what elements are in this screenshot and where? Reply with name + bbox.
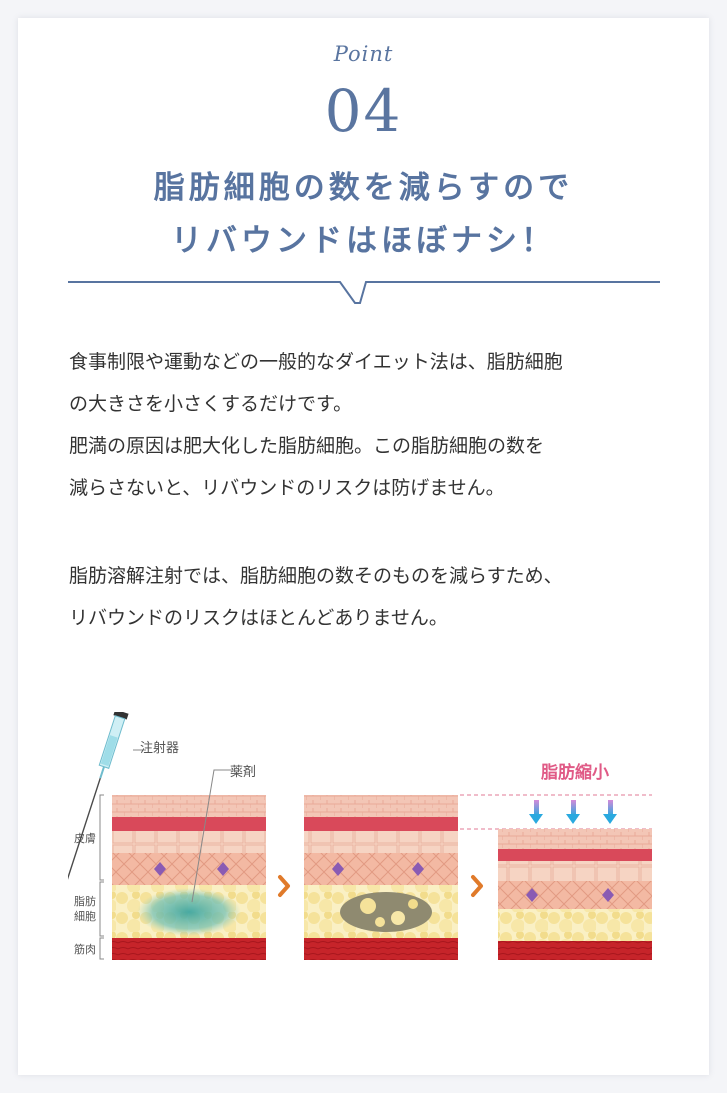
- label-fat-shrink: 脂肪縮小: [541, 762, 609, 783]
- body-paragraph-line: リバウンドのリスクはほとんどありません。: [69, 607, 448, 629]
- point-number: 04: [324, 77, 403, 145]
- label-syringe: 注射器: [140, 740, 179, 756]
- label-fat-2: 細胞: [74, 910, 96, 923]
- body-paragraph-line: 肥満の原因は肥大化した脂肪細胞。この脂肪細胞の数を: [69, 435, 545, 457]
- panel-before-injection: 注射器 薬剤: [68, 712, 266, 960]
- point-label: Point: [333, 42, 394, 66]
- label-muscle: 筋肉: [74, 942, 96, 956]
- speech-divider: [68, 275, 660, 304]
- section-heading-line-1: 脂肪細胞の数を減らすので: [153, 170, 574, 206]
- body-paragraph-line: の大きさを小さくするだけです。: [69, 393, 353, 415]
- panel-fat-reduced: 脂肪縮小: [460, 762, 652, 960]
- chevron-right-icon: [471, 875, 483, 897]
- body-paragraph-line: 脂肪溶解注射では、脂肪細胞の数そのものを減らすため、: [69, 565, 563, 587]
- section-heading-line-2: リバウンドはほぼナシ！: [171, 223, 556, 259]
- panel-fat-dissolving: [304, 795, 458, 960]
- arrow-down-icon: [529, 800, 617, 824]
- fat-cell-diagram: 皮膚 脂肪 細胞 筋肉 注射器 薬剤: [68, 712, 652, 960]
- label-drug: 薬剤: [230, 764, 256, 780]
- body-paragraph-line: 減らさないと、リバウンドのリスクは防げません。: [69, 477, 505, 499]
- body-paragraph-line: 食事制限や運動などの一般的なダイエット法は、脂肪細胞: [69, 351, 563, 373]
- chevron-right-icon: [278, 875, 290, 897]
- label-fat-1: 脂肪: [74, 894, 96, 908]
- label-skin: 皮膚: [74, 831, 96, 845]
